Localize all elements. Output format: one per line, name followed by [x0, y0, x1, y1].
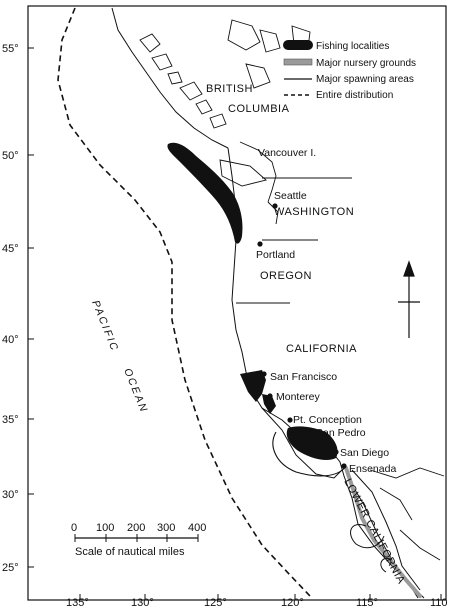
- entire-distribution-outline: [57, 7, 311, 597]
- latitude-ticks: [28, 47, 34, 568]
- label-pacific: PACIFIC: [89, 299, 121, 354]
- scale-tick-300: 300: [157, 522, 175, 534]
- map-frame: [27, 5, 447, 601]
- scale-tick-200: 200: [127, 522, 145, 534]
- label-british: BRITISH: [206, 83, 253, 95]
- city-markers: [257, 203, 347, 469]
- fishing-bc-coast: [167, 142, 243, 244]
- lon-label-120: 120°: [281, 597, 304, 608]
- seattle-marker: [272, 203, 278, 209]
- legend-nursery-swatch: [283, 58, 313, 66]
- legend-fishing-swatch: [283, 40, 313, 50]
- ocean-labels: PACIFIC OCEAN: [89, 299, 150, 415]
- lower-california-lines: [369, 467, 445, 561]
- legend-distribution-label: Entire distribution: [316, 90, 393, 101]
- label-oregon: OREGON: [260, 270, 312, 282]
- spawning-area-socal: [272, 431, 347, 477]
- label-washington: WASHINGTON: [274, 206, 354, 218]
- label-vancouver: Vancouver I.: [258, 147, 316, 159]
- fishing-monterey: [262, 394, 276, 414]
- scale-tick-0: 0: [71, 522, 77, 534]
- north-arrow-icon: [403, 260, 415, 277]
- label-monterey: Monterey: [276, 391, 321, 403]
- fishing-southern-california: [286, 426, 338, 460]
- longitude-labels: 135° 130° 125° 120° 115° 110: [66, 597, 448, 608]
- lat-label-25: 25°: [2, 562, 19, 574]
- lat-label-50: 50°: [2, 150, 19, 162]
- lat-label-40: 40°: [2, 334, 19, 346]
- label-pt-conception: Pt. Conception: [293, 414, 362, 426]
- portland-marker: [257, 241, 263, 247]
- fishing-san-francisco: [240, 370, 266, 402]
- label-lower-california: LOWER CALIFORNIA: [341, 477, 407, 586]
- lat-label-30: 30°: [2, 489, 19, 501]
- lon-label-110: 110: [430, 597, 448, 608]
- legend: Fishing localities Major nursery grounds…: [283, 40, 416, 101]
- spawning-area-lower-california: [350, 524, 393, 573]
- longitude-ticks: [79, 594, 442, 600]
- label-california: CALIFORNIA: [286, 343, 357, 355]
- label-ocean: OCEAN: [121, 367, 150, 415]
- scale-label: Scale of nautical miles: [75, 546, 185, 558]
- label-san-diego: San Diego: [340, 447, 389, 459]
- label-seattle: Seattle: [274, 190, 307, 202]
- san-pedro-marker: [309, 429, 315, 435]
- label-san-pedro: San Pedro: [316, 427, 366, 439]
- legend-spawning-label: Major spawning areas: [316, 74, 414, 85]
- legend-nursery-label: Major nursery grounds: [316, 58, 416, 69]
- monterey-marker: [267, 393, 273, 399]
- latitude-labels: 55° 50° 45° 40° 35° 30° 25°: [2, 43, 19, 574]
- ensenada-marker: [341, 463, 347, 469]
- scale-tick-400: 400: [188, 522, 206, 534]
- label-san-francisco: San Francisco: [270, 371, 337, 383]
- label-ensenada: Ensenada: [349, 463, 396, 475]
- pt-conception-marker: [287, 417, 293, 423]
- lat-label-55: 55°: [2, 43, 19, 55]
- label-columbia: COLUMBIA: [228, 103, 290, 115]
- boundary-lines: [236, 177, 352, 304]
- san-diego-marker: [333, 449, 339, 455]
- lon-label-130: 130°: [131, 597, 154, 608]
- lon-label-135: 135°: [66, 597, 89, 608]
- nursery-lower-california: [344, 466, 422, 598]
- place-labels: Vancouver I. Seattle Portland San Franci…: [256, 147, 396, 475]
- san-francisco-marker: [261, 371, 267, 377]
- scale-tick-100: 100: [96, 522, 114, 534]
- scale-bar: 0 100 200 300 400 Scale of nautical mile…: [71, 522, 206, 558]
- lon-label-115: 115°: [356, 597, 378, 608]
- lat-label-35: 35°: [2, 414, 19, 426]
- north-arrow: [398, 260, 420, 338]
- lon-label-125: 125°: [204, 597, 227, 608]
- legend-fishing-label: Fishing localities: [316, 41, 389, 52]
- lat-label-45: 45°: [2, 243, 19, 255]
- label-portland: Portland: [256, 249, 295, 261]
